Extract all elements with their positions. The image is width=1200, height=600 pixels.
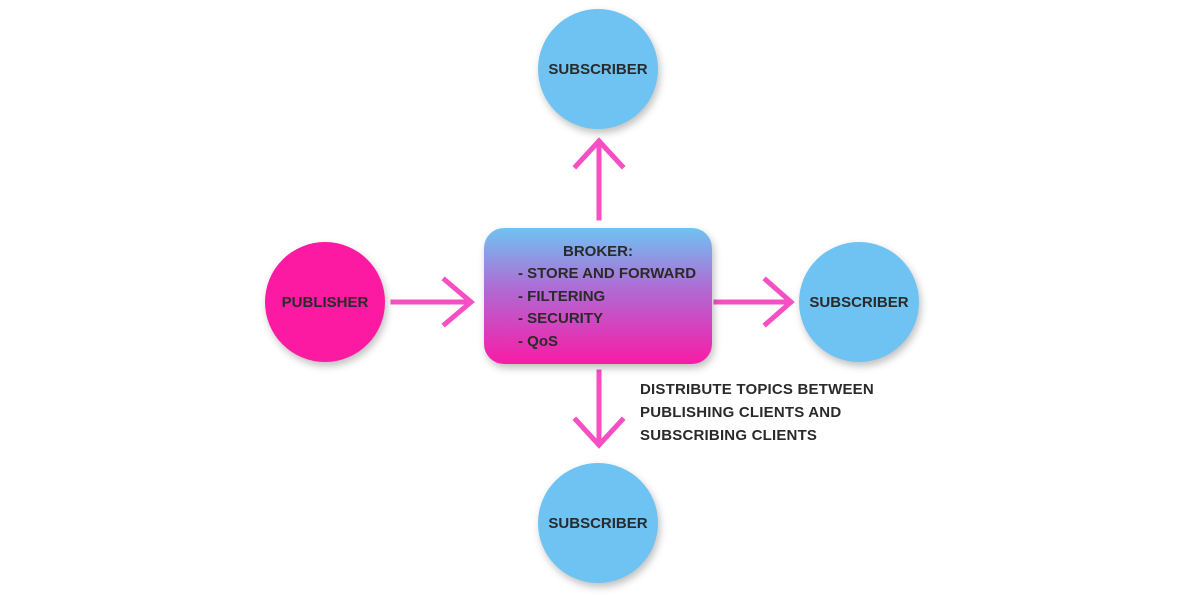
publisher-node: PUBLISHER <box>265 242 385 362</box>
subscriber-right-label: SUBSCRIBER <box>809 293 909 311</box>
broker-feature-item: - SECURITY <box>518 310 604 327</box>
publisher-label: PUBLISHER <box>281 293 369 311</box>
subscriber-node-bottom: SUBSCRIBER <box>538 463 658 583</box>
broker-node: BROKER: - STORE AND FORWARD - FILTERING … <box>484 228 712 364</box>
broker-feature-list: - STORE AND FORWARD - FILTERING - SECURI… <box>484 263 712 353</box>
note-line: PUBLISHING CLIENTS AND <box>640 404 842 421</box>
arrow-broker-to-subscriber-bottom <box>572 369 626 449</box>
note-line: SUBSCRIBING CLIENTS <box>640 427 818 444</box>
arrow-publisher-to-broker <box>390 276 475 328</box>
broker-title: BROKER: <box>563 243 633 260</box>
broker-feature-item: - FILTERING <box>518 287 606 305</box>
arrow-broker-to-subscriber-top <box>572 137 626 221</box>
broker-feature-item: - STORE AND FORWARD <box>518 265 697 282</box>
broker-feature-item: - QoS <box>518 332 558 350</box>
note-line: DISTRIBUTE TOPICS BETWEEN <box>640 381 874 398</box>
distribution-note: DISTRIBUTE TOPICS BETWEEN PUBLISHING CLI… <box>640 378 900 447</box>
subscriber-node-top: SUBSCRIBER <box>538 9 658 129</box>
subscriber-top-label: SUBSCRIBER <box>548 60 648 78</box>
subscriber-bottom-label: SUBSCRIBER <box>548 514 648 532</box>
subscriber-node-right: SUBSCRIBER <box>799 242 919 362</box>
arrow-broker-to-subscriber-right <box>713 276 795 328</box>
